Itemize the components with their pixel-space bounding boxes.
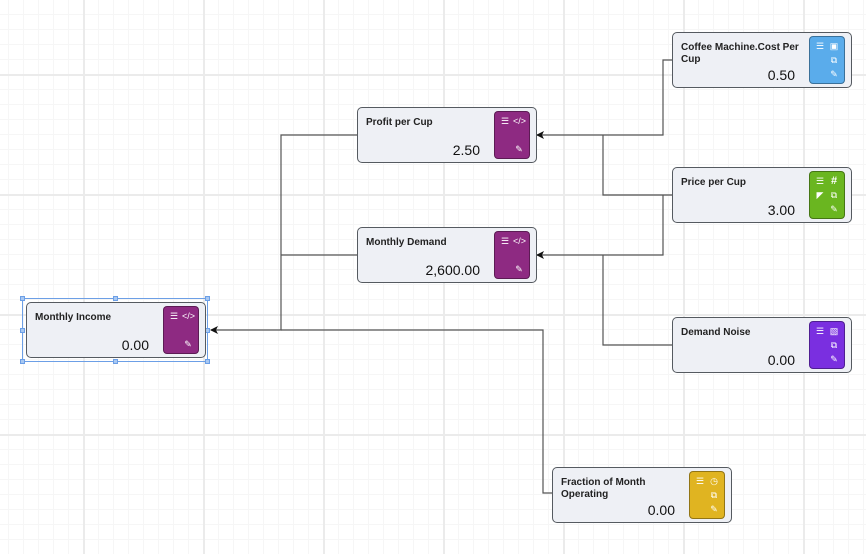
node-action-panel: ☰ </> ✎ [163,306,199,354]
node-title: Monthly Demand [366,237,447,248]
area-chart-icon[interactable]: ◤ [816,190,824,200]
node-title: Fraction of Month Operating [561,477,646,500]
node-value: 0.00 [767,352,795,368]
node-value: 0.00 [647,502,675,518]
menu-icon[interactable]: ☰ [169,311,179,321]
resize-handle-sw[interactable] [20,359,25,364]
edit-icon[interactable]: ✎ [515,264,523,274]
edit-icon[interactable]: ✎ [830,204,838,214]
edge-price-to-demand[interactable] [536,195,664,259]
node-monthly-income[interactable]: Monthly Income 0.00 ☰ </> ✎ [26,302,206,358]
resize-handle-ne[interactable] [205,296,210,301]
menu-icon[interactable]: ☰ [815,41,825,51]
selection-frame [20,296,210,364]
code-icon[interactable]: </> [182,311,196,321]
node-action-panel: ☰ </> ✎ [494,231,530,279]
menu-icon[interactable]: ☰ [695,476,705,486]
edit-icon[interactable]: ✎ [710,504,718,514]
resize-handle-s[interactable] [113,359,118,364]
node-action-panel: ☰ ▧ ⧉ ✎ [809,321,845,369]
node-title: Monthly Income [35,312,112,323]
node-value: 0.50 [767,67,795,83]
resize-handle-se[interactable] [205,359,210,364]
node-price-per-cup[interactable]: Price per Cup 3.00 ☰ # ◤ ⧉ ✎ [672,167,852,223]
node-monthly-demand[interactable]: Monthly Demand 2,600.00 ☰ </> ✎ [357,227,537,283]
menu-icon[interactable]: ☰ [500,116,510,126]
node-fraction-of-month-operating[interactable]: Fraction of Month Operating 0.00 ☰ ◷ ⧉ ✎ [552,467,732,523]
node-title: Coffee Machine.Cost Per Cup [681,42,799,65]
archive-icon[interactable]: ▣ [829,41,839,51]
menu-icon[interactable]: ☰ [815,176,825,186]
node-action-panel: ☰ ▣ ⧉ ✎ [809,36,845,84]
node-value: 2.50 [452,142,480,158]
node-profit-per-cup[interactable]: Profit per Cup 2.50 ☰ </> ✎ [357,107,537,163]
edit-icon[interactable]: ✎ [830,354,838,364]
edge-coffee-machine-to-profit[interactable] [536,59,672,139]
edge-fraction-to-income[interactable] [281,329,552,494]
node-action-panel: ☰ # ◤ ⧉ ✎ [809,171,845,219]
bar-chart-icon[interactable]: ▧ [829,326,839,336]
node-value: 2,600.00 [425,262,481,278]
link-icon[interactable]: ⧉ [830,190,838,200]
link-icon[interactable]: ⧉ [830,340,838,350]
clock-icon[interactable]: ◷ [710,476,718,486]
edge-noise-to-demand[interactable] [602,255,672,346]
node-title: Profit per Cup [366,117,433,128]
hash-icon[interactable]: # [830,175,838,187]
code-icon[interactable]: </> [513,116,527,126]
node-title: Demand Noise [681,327,751,338]
resize-handle-nw[interactable] [20,296,25,301]
node-title: Price per Cup [681,177,747,188]
edit-icon[interactable]: ✎ [184,339,192,349]
edit-icon[interactable]: ✎ [515,144,523,154]
menu-icon[interactable]: ☰ [815,326,825,336]
edge-price-to-profit[interactable] [602,135,672,196]
link-icon[interactable]: ⧉ [710,490,718,500]
resize-handle-w[interactable] [20,328,25,333]
node-action-panel: ☰ ◷ ⧉ ✎ [689,471,725,519]
edge-profit-to-income[interactable] [210,134,357,334]
link-icon[interactable]: ⧉ [830,55,838,65]
node-value: 0.00 [121,337,149,353]
code-icon[interactable]: </> [513,236,527,246]
node-action-panel: ☰ </> ✎ [494,111,530,159]
node-coffee-machine-cost-per-cup[interactable]: Coffee Machine.Cost Per Cup 0.50 ☰ ▣ ⧉ ✎ [672,32,852,88]
edit-icon[interactable]: ✎ [830,69,838,79]
node-demand-noise[interactable]: Demand Noise 0.00 ☰ ▧ ⧉ ✎ [672,317,852,373]
resize-handle-n[interactable] [113,296,118,301]
menu-icon[interactable]: ☰ [500,236,510,246]
node-value: 3.00 [767,202,795,218]
